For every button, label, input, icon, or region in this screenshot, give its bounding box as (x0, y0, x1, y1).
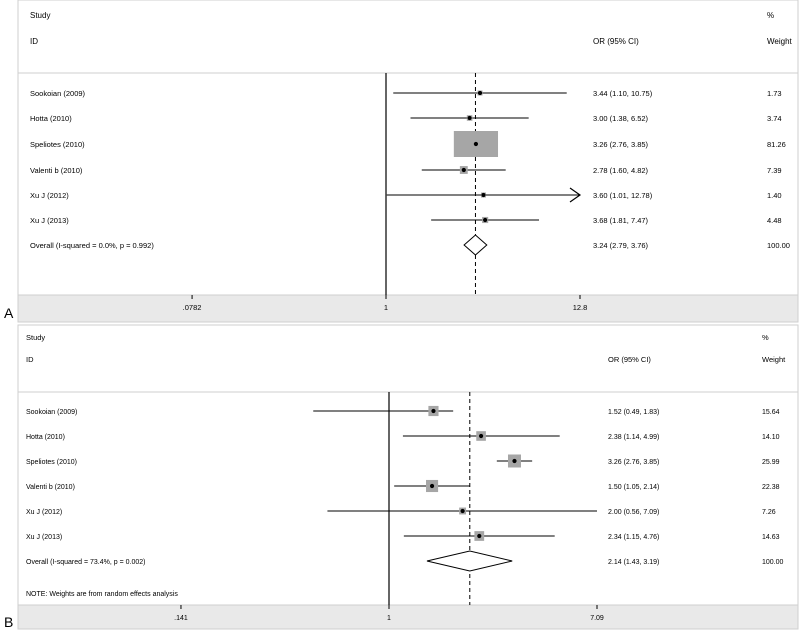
weights-note: NOTE: Weights are from random effects an… (26, 591, 178, 598)
weight-value: 7.39 (767, 166, 782, 175)
point-estimate (483, 217, 488, 223)
x-axis-ticks: .0782 1 12.8 (183, 295, 588, 312)
or-ci-value: 3.00 (1.38, 6.52) (593, 114, 649, 123)
point-estimate (467, 115, 472, 121)
point-estimate (478, 433, 484, 439)
study-row: Speliotes (2010) 3.26 (2.76, 3.85) 81.26 (30, 131, 786, 157)
study-row: Xu J (2013) 2.34 (1.15, 4.76) 14.63 (26, 531, 780, 541)
or-ci-value: 1.50 (1.05, 2.14) (608, 484, 659, 491)
point-estimate (473, 141, 479, 147)
x-tick-label: 1 (384, 303, 388, 312)
overall-ci-value: 3.24 (2.79, 3.76) (593, 241, 649, 250)
point-estimate (481, 192, 486, 198)
or-ci-value: 2.00 (0.56, 7.09) (608, 509, 659, 516)
overall-diamond (426, 550, 513, 572)
or-ci-value: 3.60 (1.01, 12.78) (593, 191, 653, 200)
study-label: Xu J (2012) (30, 191, 69, 200)
weight-value: 14.10 (762, 434, 780, 441)
weight-header: Weight (767, 37, 793, 46)
weight-value: 15.64 (762, 409, 780, 416)
weight-value: 3.74 (767, 114, 782, 123)
study-header: Study (26, 333, 45, 342)
x-tick-label: .0782 (183, 303, 202, 312)
x-tick-label: 7.09 (590, 615, 604, 622)
study-rows: Sookoian (2009) 3.44 (1.10, 10.75) 1.73Hot… (30, 73, 786, 295)
or-ci-value: 2.78 (1.60, 4.82) (593, 166, 649, 175)
or-ci-header: OR (95% CI) (608, 355, 651, 364)
study-row: Valenti b (2010) 2.78 (1.60, 4.82) 7.39 (30, 166, 782, 175)
study-row: Xu J (2012) 3.60 (1.01, 12.78) 1.40 (30, 187, 782, 203)
x-axis-ticks: .141 1 7.09 (174, 605, 604, 622)
weight-value: 1.73 (767, 89, 782, 98)
weight-header: Weight (762, 355, 786, 364)
study-row: Sookoian (2009) 1.52 (0.49, 1.83) 15.64 (26, 405, 780, 417)
weight-value: 7.26 (762, 509, 776, 516)
study-label: Xu J (2012) (26, 509, 62, 516)
or-ci-header: OR (95% CI) (593, 37, 639, 46)
panel-label-a: A (4, 305, 14, 321)
overall-ci-value: 2.14 (1.43, 3.19) (608, 559, 659, 566)
point-estimate (477, 533, 482, 539)
study-label: Speliotes (2010) (26, 459, 77, 466)
x-tick-label: 12.8 (573, 303, 588, 312)
point-estimate (431, 408, 436, 414)
study-row: Hotta (2010) 2.38 (1.14, 4.99) 14.10 (26, 431, 780, 441)
study-row: Speliotes (2010) 3.26 (2.76, 3.85) 25.99 (26, 454, 780, 468)
or-ci-value: 3.44 (1.10, 10.75) (593, 89, 653, 98)
overall-diamond (463, 234, 488, 256)
study-label: Xu J (2013) (30, 216, 69, 225)
overall-label: Overall (I-squared = 0.0%, p = 0.992) (30, 241, 154, 250)
study-label: Hotta (2010) (26, 434, 65, 441)
point-estimate (512, 458, 517, 464)
weight-value: 22.38 (762, 484, 780, 491)
study-row: Sookoian (2009) 3.44 (1.10, 10.75) 1.73 (30, 89, 782, 98)
panel-b: Study ID OR (95% CI) % Weight Sookoian (… (4, 324, 799, 630)
id-header: ID (30, 37, 38, 46)
point-estimate (429, 483, 435, 489)
study-row: Hotta (2010) 3.00 (1.38, 6.52) 3.74 (30, 114, 782, 123)
study-label: Speliotes (2010) (30, 140, 85, 149)
study-rows: Sookoian (2009) 1.52 (0.49, 1.83) 15.64Hot… (26, 392, 780, 605)
weight-value: 14.63 (762, 534, 780, 541)
panel-a: Study ID OR (95% CI) % Weight Sookoian (… (4, 0, 799, 323)
study-row: Xu J (2013) 3.68 (1.81, 7.47) 4.48 (30, 216, 782, 225)
study-row: Valenti b (2010) 1.50 (1.05, 2.14) 22.38 (26, 479, 780, 493)
study-label: Hotta (2010) (30, 114, 72, 123)
weight-value: 1.40 (767, 191, 782, 200)
point-estimate (460, 508, 465, 514)
study-header: Study (30, 11, 50, 20)
percent-header: % (767, 11, 774, 20)
study-label: Sookoian (2009) (30, 89, 86, 98)
weight-value: 81.26 (767, 140, 786, 149)
x-tick-label: .141 (174, 615, 188, 622)
point-estimate (477, 90, 483, 96)
weight-value: 25.99 (762, 459, 780, 466)
or-ci-value: 1.52 (0.49, 1.83) (608, 409, 659, 416)
study-label: Valenti b (2010) (30, 166, 83, 175)
overall-row: Overall (I-squared = 0.0%, p = 0.992) 3.2… (30, 234, 790, 256)
study-label: Valenti b (2010) (26, 484, 75, 491)
overall-row: Overall (I-squared = 73.4%, p = 0.002) 2.… (26, 550, 784, 572)
or-ci-value: 2.34 (1.15, 4.76) (608, 534, 659, 541)
or-ci-value: 3.26 (2.76, 3.85) (608, 459, 659, 466)
overall-label: Overall (I-squared = 73.4%, p = 0.002) (26, 559, 145, 566)
or-ci-value: 3.68 (1.81, 7.47) (593, 216, 649, 225)
percent-header: % (762, 333, 769, 342)
study-label: Sookoian (2009) (26, 409, 77, 416)
study-row: Xu J (2012) 2.00 (0.56, 7.09) 7.26 (26, 507, 776, 516)
overall-weight-value: 100.00 (762, 559, 784, 566)
or-ci-value: 3.26 (2.76, 3.85) (593, 140, 649, 149)
x-tick-label: 1 (387, 615, 391, 622)
or-ci-value: 2.38 (1.14, 4.99) (608, 434, 659, 441)
study-label: Xu J (2013) (26, 534, 62, 541)
weight-value: 4.48 (767, 216, 782, 225)
ci-arrow-icon (569, 187, 582, 203)
point-estimate (461, 167, 466, 173)
panel-label-b: B (4, 614, 13, 630)
id-header: ID (26, 355, 34, 364)
overall-weight-value: 100.00 (767, 241, 790, 250)
